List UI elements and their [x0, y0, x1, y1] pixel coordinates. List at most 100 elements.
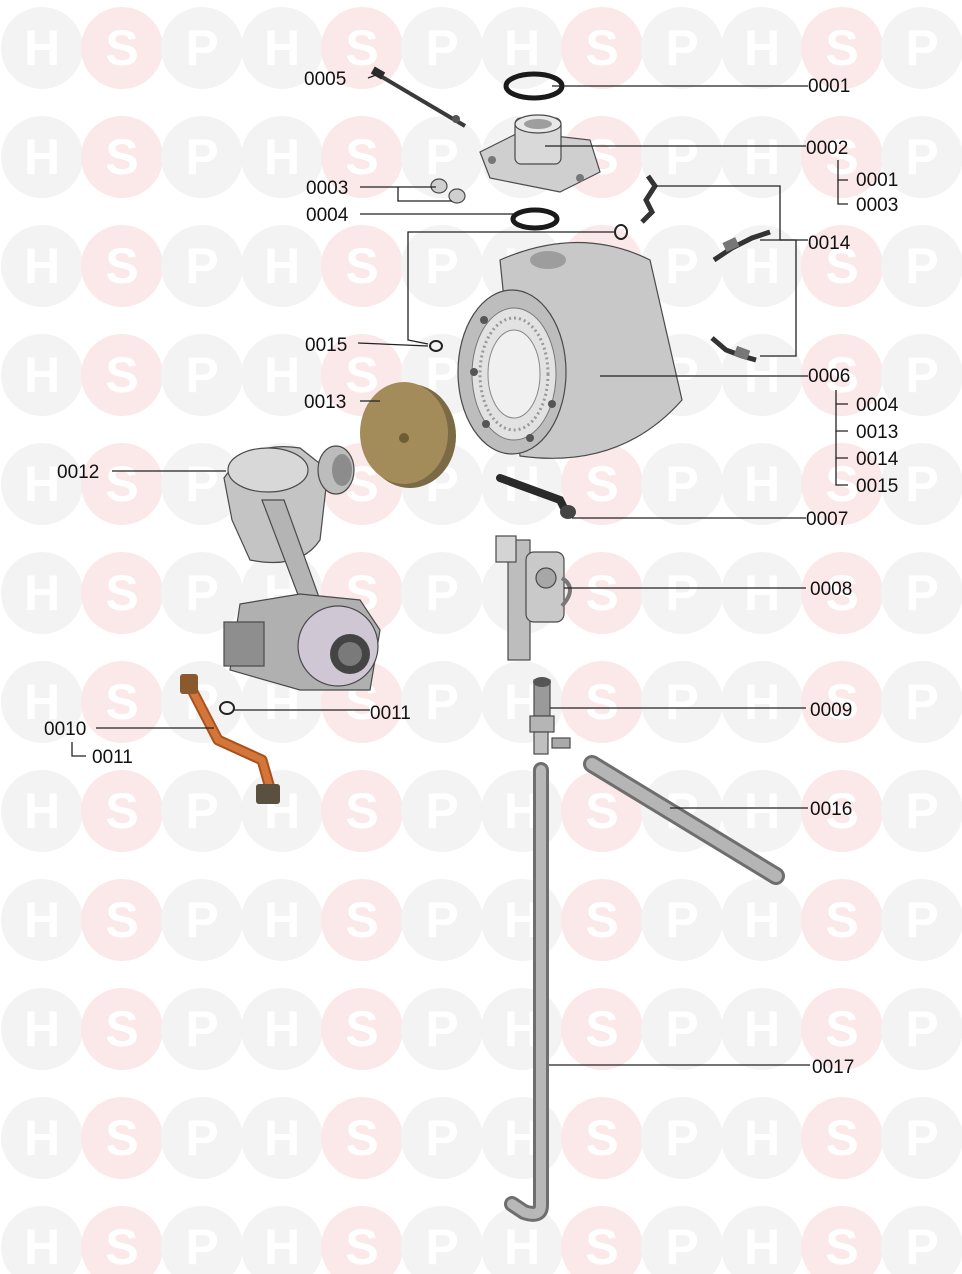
- watermark-circle: [401, 879, 483, 961]
- watermark-letter: S: [105, 456, 138, 512]
- watermark-letter: P: [905, 456, 938, 512]
- watermark-letter: S: [585, 456, 618, 512]
- watermark-letter: P: [905, 565, 938, 621]
- watermark-letter: P: [185, 892, 218, 948]
- watermark-letter: P: [185, 783, 218, 839]
- watermark-circle: [561, 1206, 643, 1274]
- watermark-circle: [241, 7, 323, 89]
- watermark-letter: S: [585, 1001, 618, 1057]
- label-0003: 0003: [306, 178, 348, 199]
- watermark-letter: P: [185, 456, 218, 512]
- watermark-circle: [241, 879, 323, 961]
- watermark-letter: P: [425, 20, 458, 76]
- watermark-letter: P: [425, 783, 458, 839]
- watermark-letter: S: [345, 20, 378, 76]
- watermark-letter: H: [24, 238, 60, 294]
- watermark-circle: [161, 116, 243, 198]
- label-0013: 0013: [304, 392, 346, 413]
- watermark-circle: [881, 116, 962, 198]
- label-0014: 0014: [808, 233, 851, 254]
- watermark-circle: [1, 7, 83, 89]
- watermark-letter: H: [24, 129, 60, 185]
- label-0017: 0017: [812, 1057, 854, 1078]
- watermark-circle: [81, 1206, 163, 1274]
- watermark-circle: [81, 879, 163, 961]
- watermark-circle: [881, 770, 962, 852]
- part-0012-fan-assembly: [223, 445, 381, 691]
- watermark-letter: S: [345, 129, 378, 185]
- watermark-circle: [401, 1206, 483, 1274]
- watermark-circle: [801, 770, 883, 852]
- watermark-letter: P: [905, 20, 938, 76]
- watermark-circle: [801, 879, 883, 961]
- watermark-letter: P: [665, 565, 698, 621]
- watermark-letter: S: [825, 20, 858, 76]
- watermark-letter: S: [825, 129, 858, 185]
- watermark-letter: H: [24, 1110, 60, 1166]
- watermark-circle: [881, 334, 962, 416]
- watermark-circle: [881, 552, 962, 634]
- watermark-letter: H: [24, 1001, 60, 1057]
- part-0002-flue-adaptor: [479, 114, 601, 193]
- watermark-letter: H: [24, 456, 60, 512]
- watermark-circle: [81, 7, 163, 89]
- part-0004-gasket: [510, 207, 560, 231]
- watermark-letter: H: [264, 238, 300, 294]
- watermark-letter: S: [345, 783, 378, 839]
- watermark-circle: [561, 552, 643, 634]
- watermark-letter: P: [905, 238, 938, 294]
- watermark-circle: [321, 1097, 403, 1179]
- watermark-letter: P: [185, 20, 218, 76]
- watermark-letter: S: [585, 674, 618, 730]
- watermark-circle: [401, 552, 483, 634]
- watermark-circle: [81, 661, 163, 743]
- watermark-letter: P: [185, 129, 218, 185]
- watermark-circle: [801, 988, 883, 1070]
- watermark-circle: [641, 443, 723, 525]
- watermark-letter: P: [185, 565, 218, 621]
- label-0016: 0016: [810, 799, 852, 820]
- watermark-letter: H: [24, 20, 60, 76]
- watermark-letter: P: [905, 674, 938, 730]
- watermark-letter: H: [744, 674, 780, 730]
- watermark-circle: [721, 443, 803, 525]
- part-0007-connector: [496, 474, 576, 519]
- label-0010-sub-0011: 0011: [92, 747, 133, 768]
- watermark-circle: [321, 770, 403, 852]
- watermark-letter: S: [825, 892, 858, 948]
- watermark-letter: S: [345, 1110, 378, 1166]
- watermark-circle: [401, 116, 483, 198]
- label-0006-sub-0004: 0004: [856, 395, 899, 416]
- watermark-letter: H: [744, 20, 780, 76]
- watermark-letter: S: [825, 565, 858, 621]
- watermark-letter: S: [105, 20, 138, 76]
- watermark-letter: P: [185, 1110, 218, 1166]
- watermark-circle: [561, 443, 643, 525]
- watermark-circle: [641, 1206, 723, 1274]
- watermark-letter: H: [24, 783, 60, 839]
- watermark-circle: [81, 334, 163, 416]
- watermark-letter: H: [264, 1219, 300, 1274]
- part-0006-heat-exchanger: [457, 242, 683, 459]
- watermark-circle: [161, 7, 243, 89]
- watermark-circle: [161, 334, 243, 416]
- watermark-letter: H: [744, 129, 780, 185]
- watermark-circle: [81, 1097, 163, 1179]
- watermark-letter: S: [105, 1219, 138, 1274]
- watermark-circle: [401, 7, 483, 89]
- watermark-circle: [401, 770, 483, 852]
- watermark-circle: [801, 225, 883, 307]
- watermark-letter: P: [905, 783, 938, 839]
- watermark-letter: S: [345, 892, 378, 948]
- watermark-letter: S: [585, 20, 618, 76]
- watermark-circle: [1, 879, 83, 961]
- watermark-circle: [721, 1097, 803, 1179]
- watermark-circle: [481, 7, 563, 89]
- watermark-letter: P: [905, 1110, 938, 1166]
- part-0016-pipe: [583, 755, 785, 885]
- label-0007: 0007: [806, 509, 848, 530]
- watermark-circle: [881, 7, 962, 89]
- part-0008-condensate-trap: [495, 535, 572, 661]
- watermark-letter: H: [24, 565, 60, 621]
- watermark-letter: S: [345, 347, 378, 403]
